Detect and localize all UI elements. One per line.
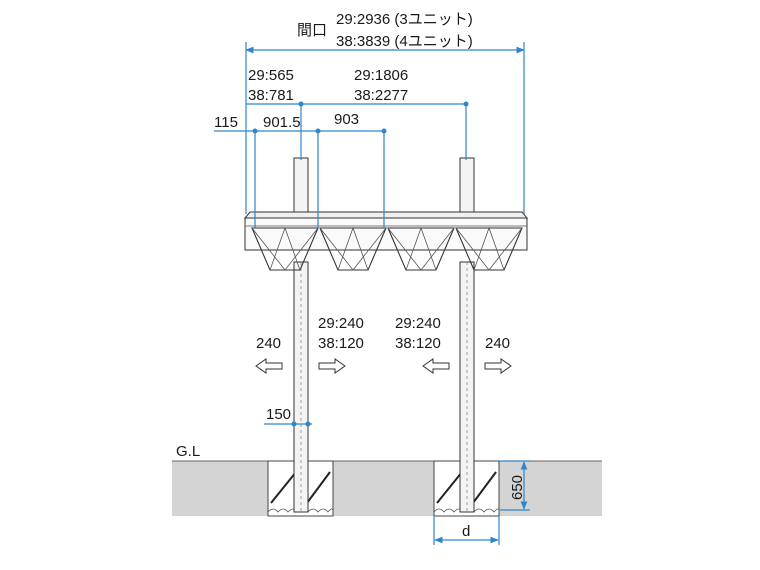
arrow-right-icon [318,358,346,374]
frontage-title: 間口 [297,22,327,39]
inner-right-line2: 38:120 [395,335,441,352]
dim-footing: d [433,516,500,545]
ground-label: G.L [176,443,200,460]
dim-901-5: 901.5 [263,114,301,131]
arrow-left-icon [422,358,450,374]
inner-left: 29:240 38:120 [318,315,364,374]
offset-right-line1: 29:1806 [354,67,408,84]
overhang-right: 240 [484,335,512,374]
inner-left-line1: 29:240 [318,315,364,332]
dim-frontage: 間口 29:2936 (3ユニット) 38:3839 (4ユニット) [245,11,525,214]
post-width-value: 150 [266,406,291,423]
overhang-left: 240 [255,335,283,374]
depth-value: 650 [509,475,526,500]
post-left [293,157,309,513]
offset-right-line2: 38:2277 [354,87,408,104]
inner-right: 29:240 38:120 [395,315,450,374]
offset-left-line2: 38:781 [248,87,294,104]
truss-units [251,226,523,271]
arrow-left-icon [255,358,283,374]
offset-left-line1: 29:565 [248,67,294,84]
frontage-line2: 38:3839 (4ユニット) [336,33,473,50]
ground-band [172,461,602,516]
inner-right-line1: 29:240 [395,315,441,332]
dim-115: 115 [214,114,238,131]
dim-depth: 650 [500,460,530,511]
overhang-left-value: 240 [256,335,281,352]
frontage-line1: 29:2936 (3ユニット) [336,11,473,28]
overhang-right-value: 240 [485,335,510,352]
dim-unit-spacing: 115 901.5 903 [214,111,387,228]
ground: G.L [172,443,602,516]
dim-post-offsets: 29:565 38:781 29:1806 38:2277 [246,67,469,160]
roof-truss [243,211,529,271]
dim-post-width: 150 [264,406,312,427]
inner-left-line2: 38:120 [318,335,364,352]
arrow-right-icon [484,358,512,374]
post-right [459,157,475,513]
dim-903: 903 [334,111,359,128]
footing-value: d [462,523,470,540]
